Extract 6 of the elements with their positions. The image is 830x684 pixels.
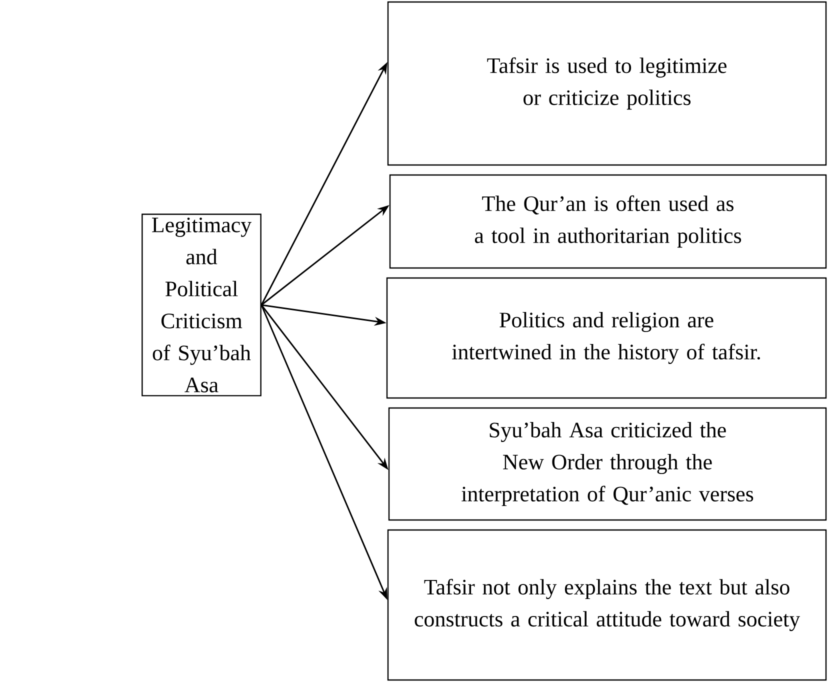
text-box: The Qur’an is often used as a tool in authoritarian politics — [389, 174, 827, 269]
text-box: Legitimacy and Political Criticism of Syu’bah Asa — [142, 214, 262, 396]
text-box: Politics and religion are intertwined in the history of tafsir. — [386, 277, 827, 399]
text-box: Syu’bah Asa criticized the New Order through the interpretation of Qur’anic verses — [388, 407, 827, 521]
text-box: Tafsir is used to legitimize or criticize politics — [387, 1, 827, 166]
text-box: Tafsir not only explains the text but also constructs a critical attitude toward society — [387, 529, 827, 681]
